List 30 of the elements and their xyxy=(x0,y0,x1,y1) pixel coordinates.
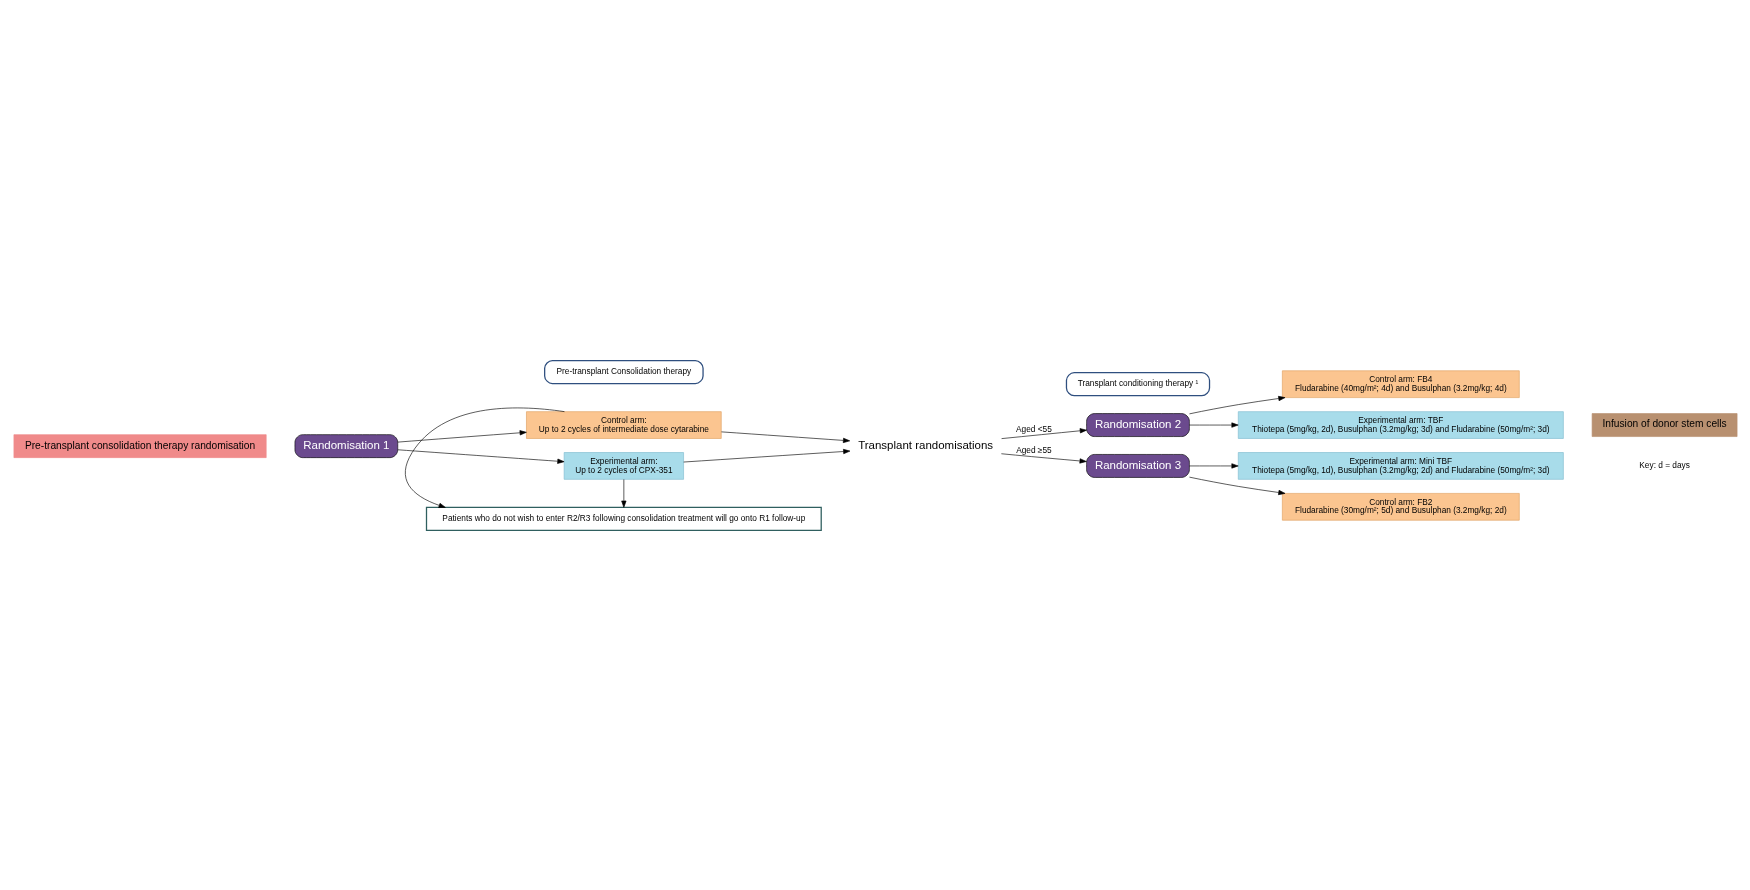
arrow xyxy=(1000,427,1087,439)
node-box: Randomisation 1 xyxy=(294,433,398,458)
node-box: Transplant conditioning therapy ¹ xyxy=(1065,371,1210,396)
node-box: Control arm: FB4 Fludarabine (40mg/m²; 4d) and Busulphan (3.2mg/kg; 4d) xyxy=(1281,369,1520,398)
arrow xyxy=(1188,422,1238,428)
node-box: Experimental arm: Up to 2 cycles of CPX-351 xyxy=(563,451,684,480)
arrow xyxy=(1188,462,1238,468)
node-box: Randomisation 3 xyxy=(1085,453,1190,478)
arrow xyxy=(1188,395,1285,414)
node-box: Patients who do not wish to enter R2/R3 following consolidation treatment will go onto R1 follow-up xyxy=(425,506,822,531)
node-box: Randomisation 2 xyxy=(1085,412,1190,437)
arrow xyxy=(396,429,527,442)
arrow xyxy=(620,478,626,508)
edge-label: Aged <55 xyxy=(1015,423,1052,434)
node-box: Infusion of donor stem cells xyxy=(1591,412,1737,437)
arrow xyxy=(682,448,850,462)
arrow xyxy=(1000,452,1087,463)
arrow xyxy=(720,431,850,443)
label: Key: d = days xyxy=(1638,459,1690,470)
node-box: Control arm: Up to 2 cycles of intermediate dose cytarabine xyxy=(525,410,722,439)
edge-label: Aged ≥55 xyxy=(1015,444,1052,455)
node-box: Experimental arm: Mini TBF Thiotepa (5mg/kg, 1d), Busulphan (3.2mg/kg; 2d) and Fludarabine (50mg/m²; 3d) xyxy=(1237,451,1564,480)
node-box: Pre-transplant consolidation therapy randomisation xyxy=(13,433,266,458)
node-text: Transplant randomisations xyxy=(857,438,993,451)
arrow xyxy=(397,448,564,464)
arrow xyxy=(404,407,565,508)
node-box: Pre-transplant Consolidation therapy xyxy=(543,359,704,384)
node-box: Experimental arm: TBF Thiotepa (5mg/kg, 2d), Busulphan (3.2mg/kg; 3d) and Fludarabine (50mg/m²; 3d) xyxy=(1237,410,1564,439)
arrow xyxy=(1188,476,1285,495)
node-box: Control arm: FB2 Fludarabine (30mg/m²; 5d) and Busulphan (3.2mg/kg; 2d) xyxy=(1281,492,1520,521)
